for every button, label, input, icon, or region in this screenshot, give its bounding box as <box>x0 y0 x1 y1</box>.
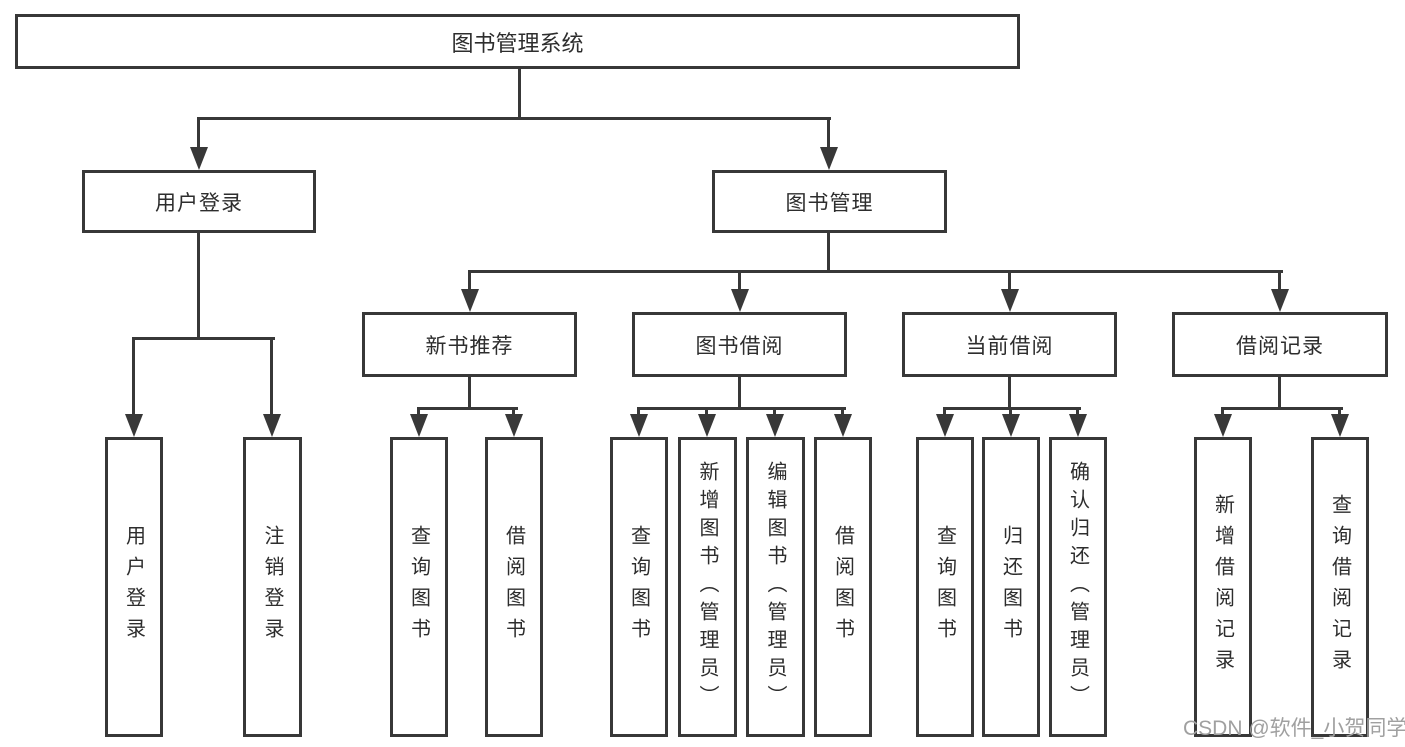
arrow-down-icon <box>936 414 954 437</box>
node-current-borrowing: 当前借阅 <box>902 312 1117 377</box>
arrow-down-icon <box>820 147 838 170</box>
connector-line <box>1008 377 1011 410</box>
node-label: 查询图书 <box>627 525 650 649</box>
connector-line <box>132 337 135 419</box>
node-label: 查询图书 <box>407 525 430 649</box>
node-label: 图书管理 <box>785 191 874 215</box>
leaf-add-books-admin: 新增图书（管理员） <box>678 437 737 737</box>
connector-line <box>827 117 830 153</box>
arrow-down-icon <box>731 289 749 312</box>
arrow-down-icon <box>1069 414 1087 437</box>
node-label: 当前借阅 <box>965 334 1054 358</box>
connector-line <box>1008 270 1011 294</box>
node-label: 编辑图书（管理员） <box>764 461 786 713</box>
connector-line <box>841 407 844 419</box>
leaf-query-books-recommend: 查询图书 <box>390 437 448 737</box>
connector-line <box>738 270 741 294</box>
arrow-down-icon <box>461 289 479 312</box>
connector-line <box>270 337 273 419</box>
leaf-query-borrow-record: 查询借阅记录 <box>1311 437 1369 737</box>
node-book-borrowing: 图书借阅 <box>632 312 847 377</box>
connector-line <box>132 337 275 340</box>
node-label: 确认归还（管理员） <box>1066 461 1089 713</box>
connector-line <box>417 407 420 419</box>
arrow-down-icon <box>630 414 648 437</box>
connector-line <box>1009 407 1012 419</box>
connector-line <box>468 270 1283 273</box>
connector-line <box>1278 377 1281 410</box>
leaf-borrow-books-recommend: 借阅图书 <box>485 437 543 737</box>
connector-line <box>1221 407 1224 419</box>
leaf-edit-books-admin: 编辑图书（管理员） <box>746 437 805 737</box>
node-label: 借阅图书 <box>502 525 525 649</box>
node-label: 图书借阅 <box>695 334 784 358</box>
leaf-confirm-return-admin: 确认归还（管理员） <box>1049 437 1107 737</box>
leaf-user-login: 用户登录 <box>105 437 163 737</box>
arrow-down-icon <box>125 414 143 437</box>
connector-line <box>468 377 471 410</box>
connector-line <box>417 407 518 410</box>
node-label: 新书推荐 <box>425 334 514 358</box>
node-borrowing-records: 借阅记录 <box>1172 312 1388 377</box>
connector-line <box>468 270 471 294</box>
connector-line <box>637 407 846 410</box>
connector-line <box>705 407 708 419</box>
node-label: 图书管理系统 <box>451 30 584 56</box>
leaf-query-books-current: 查询图书 <box>916 437 974 737</box>
arrow-down-icon <box>1002 414 1020 437</box>
arrow-down-icon <box>1331 414 1349 437</box>
connector-line <box>943 407 1081 410</box>
connector-line <box>1338 407 1341 419</box>
node-new-book-recommendation: 新书推荐 <box>362 312 577 377</box>
connector-line <box>197 117 831 120</box>
node-library-management-system: 图书管理系统 <box>15 14 1020 69</box>
connector-line <box>827 233 830 273</box>
node-label: 借阅记录 <box>1236 334 1324 358</box>
connector-line <box>637 407 640 419</box>
node-label: 用户登录 <box>122 525 145 649</box>
connector-line <box>773 407 776 419</box>
node-book-management: 图书管理 <box>712 170 947 233</box>
connector-line <box>518 68 521 120</box>
leaf-borrow-books: 借阅图书 <box>814 437 872 737</box>
arrow-down-icon <box>1271 289 1289 312</box>
node-label: 借阅图书 <box>831 525 854 649</box>
csdn-watermark: CSDN @软件_小贺同学 <box>1183 717 1405 740</box>
node-label: 用户登录 <box>155 191 243 215</box>
arrow-down-icon <box>190 147 208 170</box>
connector-line <box>197 233 200 340</box>
leaf-return-books: 归还图书 <box>982 437 1040 737</box>
arrow-down-icon <box>1214 414 1232 437</box>
arrow-down-icon <box>834 414 852 437</box>
node-label: 新增图书（管理员） <box>696 461 718 713</box>
node-label: 归还图书 <box>999 525 1022 649</box>
arrow-down-icon <box>410 414 428 437</box>
node-label: 查询图书 <box>933 525 956 649</box>
node-label: 注销登录 <box>261 525 283 649</box>
connector-line <box>738 377 741 410</box>
connector-line <box>1278 270 1281 294</box>
node-user-login: 用户登录 <box>82 170 316 233</box>
arrow-down-icon <box>698 414 716 437</box>
node-label: 新增借阅记录 <box>1211 494 1234 680</box>
arrow-down-icon <box>766 414 784 437</box>
leaf-add-borrow-record: 新增借阅记录 <box>1194 437 1252 737</box>
connector-line <box>512 407 515 419</box>
leaf-query-books-borrowing: 查询图书 <box>610 437 668 737</box>
arrow-down-icon <box>263 414 281 437</box>
node-label: 查询借阅记录 <box>1328 494 1351 680</box>
connector-line <box>1221 407 1343 410</box>
leaf-logout: 注销登录 <box>243 437 302 737</box>
connector-line <box>1076 407 1079 419</box>
connector-line <box>197 117 200 153</box>
arrow-down-icon <box>1001 289 1019 312</box>
connector-line <box>943 407 946 419</box>
arrow-down-icon <box>505 414 523 437</box>
